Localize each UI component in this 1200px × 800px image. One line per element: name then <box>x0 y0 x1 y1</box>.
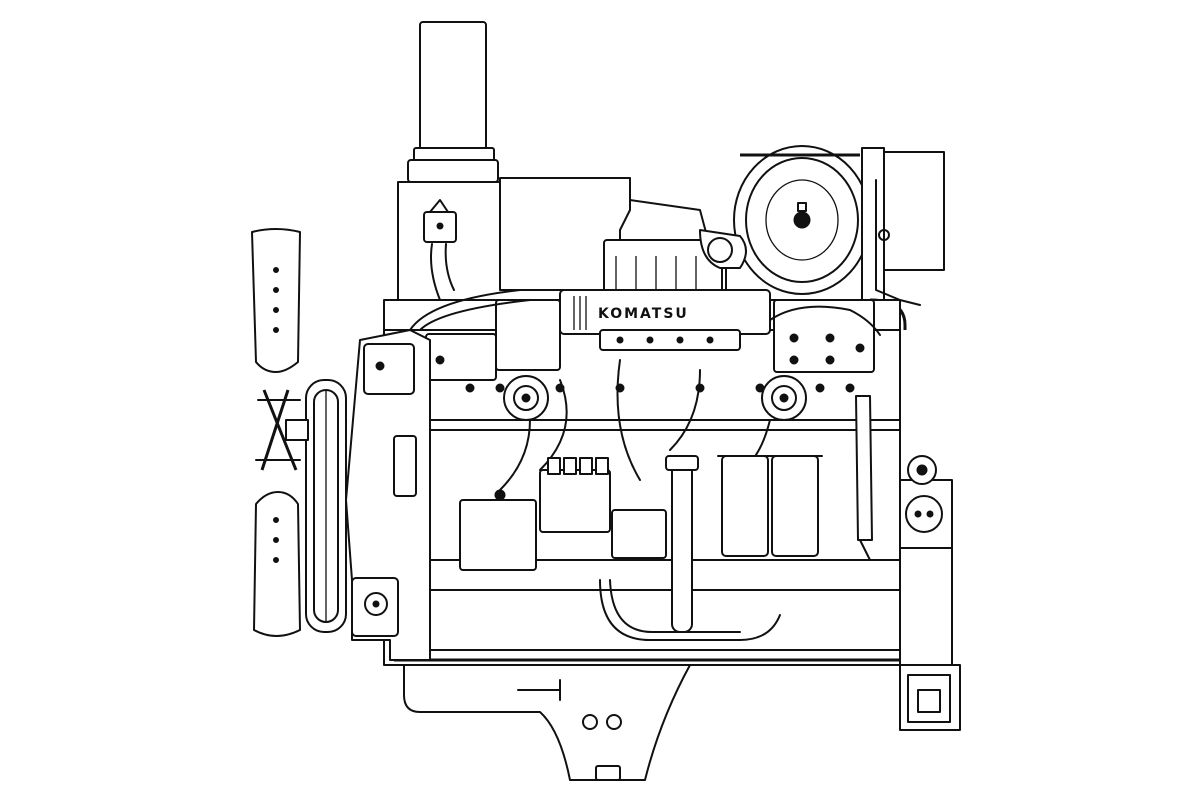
cleaner-bracket <box>861 147 945 330</box>
engine-mount-right <box>899 455 953 666</box>
coolant-hose <box>855 395 873 561</box>
breather <box>423 199 501 307</box>
oil-pan <box>403 664 691 781</box>
intake-manifold: KOMATSU <box>559 289 771 351</box>
crank-pulley <box>305 379 347 633</box>
fuel-filters <box>717 455 823 557</box>
intake-housing <box>499 177 727 293</box>
head-pumps <box>503 375 807 421</box>
brand-label: KOMATSU <box>598 306 689 322</box>
timing-cover <box>345 329 431 661</box>
air-cleaner <box>733 145 871 295</box>
fuel-lines <box>409 289 881 641</box>
cylinder-heads <box>425 299 875 381</box>
exhaust-stack <box>397 21 501 301</box>
cooling-fan <box>251 228 309 637</box>
fuel-injection-pump <box>459 457 667 571</box>
turbocharger <box>699 229 747 293</box>
cover-bolts <box>465 383 855 393</box>
flywheel-housing <box>899 664 961 731</box>
oil-filler-tube <box>665 455 699 633</box>
